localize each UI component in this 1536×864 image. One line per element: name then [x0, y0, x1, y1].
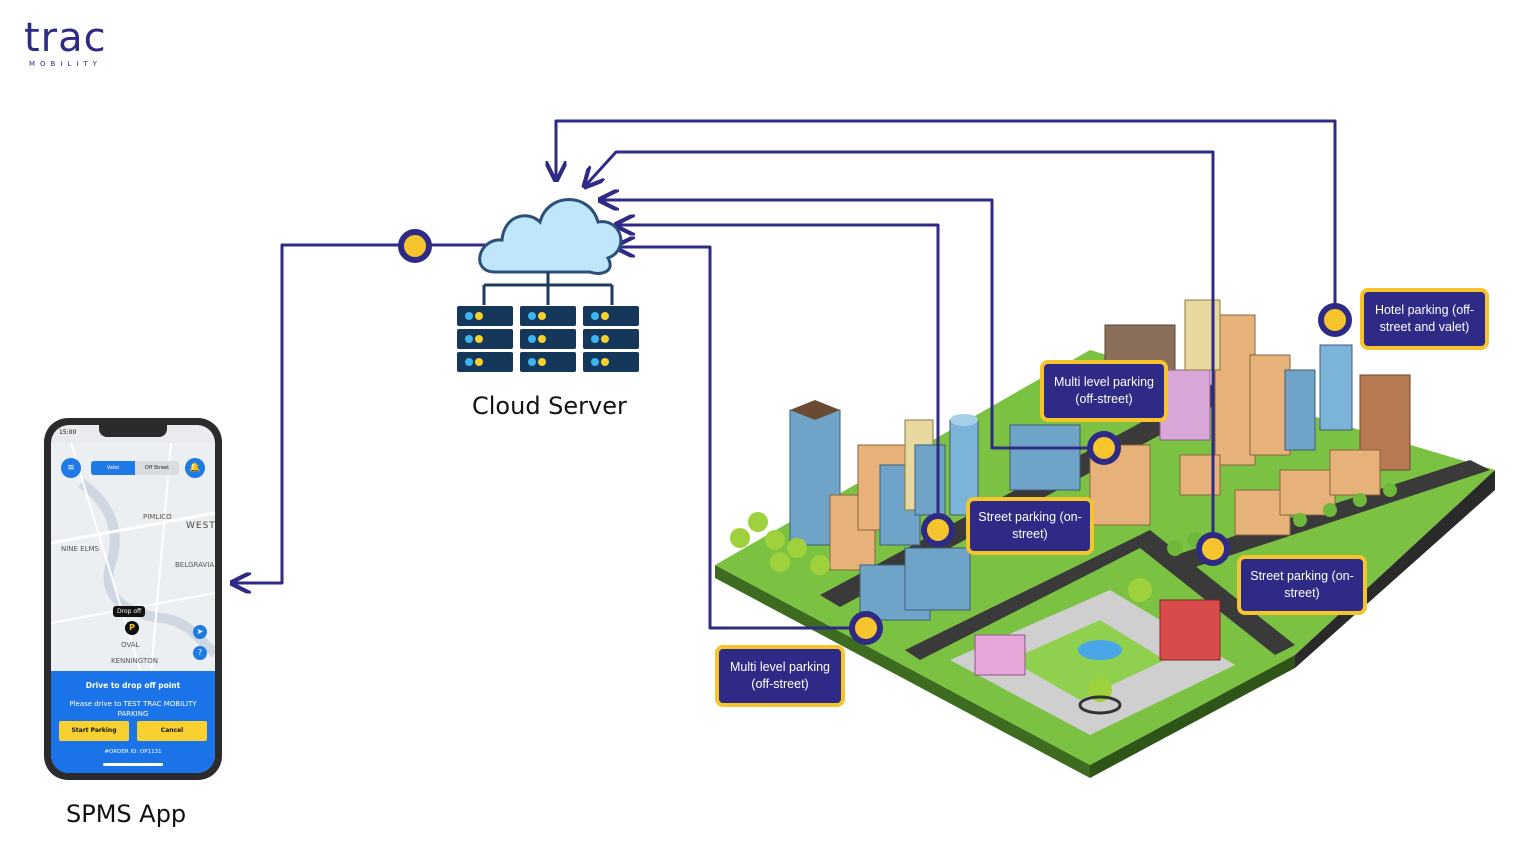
- map-roads: [51, 443, 215, 673]
- server-led: [465, 358, 473, 366]
- drop-off-pin-label: Drop off: [113, 606, 146, 617]
- phone-notch: [99, 425, 167, 437]
- server-unit: [583, 329, 639, 349]
- spms-app-label: SPMS App: [66, 800, 187, 828]
- status-time: 15:00: [59, 429, 77, 436]
- tag-hotel-parking: Hotel parking (off-street and valet): [1360, 288, 1489, 350]
- logo-wordmark: trac: [24, 15, 107, 61]
- server-led: [475, 312, 483, 320]
- map-label-belgravia: BELGRAVIA: [175, 561, 215, 569]
- node-multi-top: [1087, 431, 1121, 465]
- tag-street-parking-mid: Street parking (on-street): [966, 497, 1094, 555]
- server-unit: [457, 329, 513, 349]
- link-app: [234, 243, 490, 583]
- server-led: [538, 335, 546, 343]
- map-label-pimlico: PIMLICO: [143, 513, 172, 521]
- server-led: [475, 358, 483, 366]
- panel-text: Please drive to TEST TRAC MOBILITY PARKI…: [69, 700, 197, 718]
- server-led: [465, 312, 473, 320]
- server-unit: [583, 352, 639, 372]
- server-led: [528, 358, 536, 366]
- connector-lines: [234, 119, 1337, 630]
- server-unit: [583, 306, 639, 326]
- help-icon[interactable]: ?: [193, 646, 207, 660]
- phone-mockup: WEST PIMLICO NINE ELMS BELGRAVIA KENNING…: [44, 418, 222, 780]
- server-led: [465, 335, 473, 343]
- order-id: #ORDER ID: OP1131: [104, 749, 162, 755]
- node-street-right: [1196, 532, 1230, 566]
- menu-icon[interactable]: ≡: [61, 458, 81, 478]
- logo-tagline: MOBILITY: [29, 60, 102, 68]
- locate-icon[interactable]: ➤: [193, 625, 207, 639]
- panel-title: Drive to drop off point: [85, 681, 181, 690]
- node-street-mid: [921, 513, 955, 547]
- link-street-right: [586, 150, 1215, 549]
- map-label-nine-elms: NINE ELMS: [61, 545, 99, 553]
- map-label-kennington: KENNINGTON: [111, 657, 158, 665]
- server-led: [601, 312, 609, 320]
- server-led: [538, 358, 546, 366]
- server-led: [601, 335, 609, 343]
- parking-pin-icon[interactable]: P: [125, 621, 139, 635]
- map-view[interactable]: WEST PIMLICO NINE ELMS BELGRAVIA KENNING…: [51, 443, 215, 673]
- segment-off-street[interactable]: Off Street: [135, 461, 179, 475]
- start-parking-button[interactable]: Start Parking: [59, 721, 129, 741]
- node-hotel: [1318, 303, 1352, 337]
- tag-multi-level-top: Multi level parking (off-street): [1040, 360, 1168, 422]
- parking-type-toggle[interactable]: Valet Off Street: [91, 461, 179, 475]
- server-led: [591, 312, 599, 320]
- server-led: [591, 335, 599, 343]
- server-unit: [520, 306, 576, 326]
- drive-panel: Drive to drop off point Please drive to …: [51, 671, 215, 773]
- server-unit: [457, 306, 513, 326]
- server-led: [538, 312, 546, 320]
- phone-screen: WEST PIMLICO NINE ELMS BELGRAVIA KENNING…: [51, 425, 215, 773]
- server-led: [528, 312, 536, 320]
- node-multi-bottom: [849, 611, 883, 645]
- cloud-icon: [478, 198, 623, 275]
- server-unit: [457, 352, 513, 372]
- cloud-server-label: Cloud Server: [472, 392, 627, 420]
- server-led: [591, 358, 599, 366]
- server-rack-icon: [457, 272, 639, 372]
- bell-icon[interactable]: 🔔: [185, 458, 205, 478]
- brand-logo: trac MOBILITY: [24, 18, 134, 78]
- home-indicator: [103, 763, 163, 766]
- map-label-oval: OVAL: [121, 641, 140, 649]
- server-led: [528, 335, 536, 343]
- server-led: [475, 335, 483, 343]
- link-multi-bottom: [618, 247, 866, 630]
- link-hotel: [556, 119, 1337, 320]
- server-led: [601, 358, 609, 366]
- server-unit: [520, 352, 576, 372]
- map-label-west: WEST: [186, 521, 215, 531]
- node-app-link: [398, 229, 432, 263]
- server-unit: [520, 329, 576, 349]
- tag-street-parking-right: Street parking (on-street): [1237, 555, 1367, 615]
- segment-valet[interactable]: Valet: [91, 461, 135, 475]
- tag-multi-level-bottom: Multi level parking (off-street): [715, 645, 845, 707]
- city-illustration: [715, 299, 1495, 778]
- link-multi-top: [602, 200, 1104, 450]
- cancel-button[interactable]: Cancel: [137, 721, 207, 741]
- link-street-mid: [618, 225, 940, 530]
